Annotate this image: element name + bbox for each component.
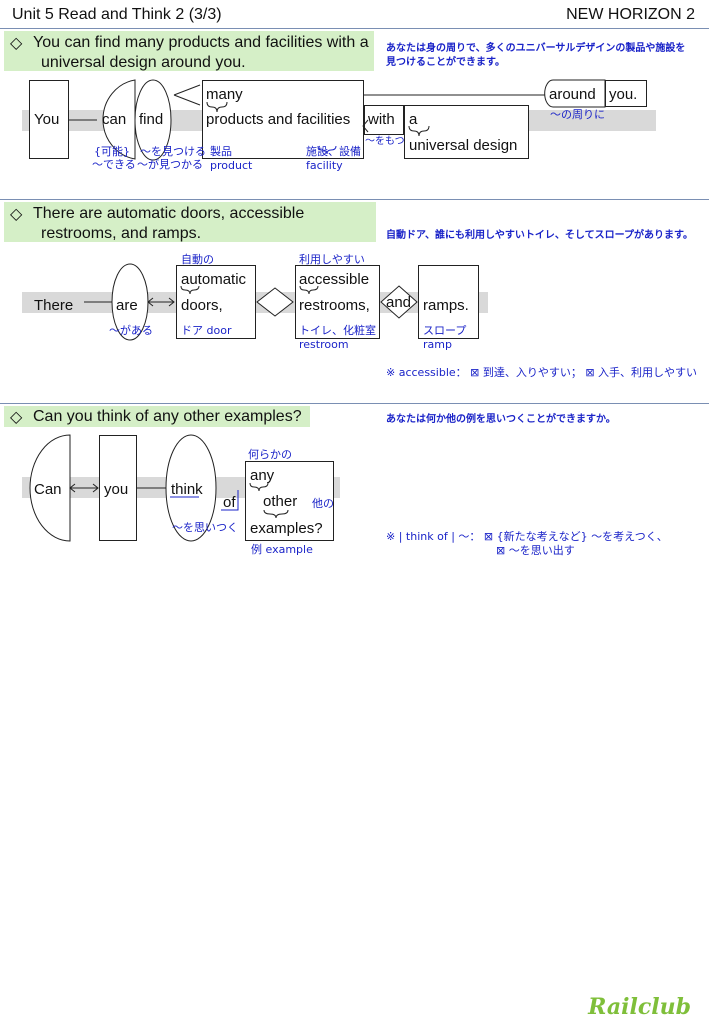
word-of: of (223, 494, 236, 511)
japanese-translation-line2: 見つけることができます。 (386, 57, 505, 68)
gloss-ramp-en: ramp (423, 338, 452, 351)
word-can: Can (34, 481, 62, 498)
textbook-title: NEW HORIZON 2 (566, 6, 695, 23)
railclub-logo: Railclub (588, 994, 691, 1020)
gloss-door: ドア door (181, 324, 232, 337)
subject-box (29, 80, 69, 159)
gloss-find-1: 〜を見つける (140, 145, 206, 158)
section-divider-2 (0, 403, 709, 404)
word-products-and-facilities: products and facilities (206, 111, 351, 128)
gloss-other: 他の (312, 497, 334, 510)
word-examples: examples? (250, 520, 323, 537)
word-you: You (34, 111, 60, 128)
gloss-facility-jp: 施設、設備 (306, 145, 361, 158)
word-many: many (206, 86, 243, 103)
gloss-can-2: 〜できる (92, 158, 136, 171)
word-ramps: ramps. (423, 297, 469, 314)
gloss-are: 〜がある (109, 324, 153, 337)
word-there: There (34, 297, 74, 314)
word-restrooms: restrooms, (299, 297, 370, 314)
english-sentence: Can you think of any other examples? (33, 408, 302, 425)
automatic-doors-box (176, 265, 256, 339)
header-divider (0, 28, 709, 29)
gloss-can-1: {可能} (94, 145, 130, 158)
usage-note-think-of-line1: ※ | think of | 〜： ⊠ {新たな考えなど} 〜を考えつく、 (386, 530, 668, 543)
word-you-object: you. (609, 86, 638, 103)
gloss-restroom-en: restroom (299, 338, 349, 351)
gloss-any: 何らかの (248, 448, 292, 461)
english-sentence-line1: You can find many products and facilitie… (33, 34, 369, 51)
sentence-highlight (4, 202, 376, 242)
english-sentence-line2: universal design around you. (41, 54, 246, 71)
word-you: you (104, 481, 129, 498)
gloss-restroom-jp: トイレ、化粧室 (299, 324, 376, 337)
gloss-think-of: 〜を思いつく (172, 521, 238, 534)
subject-box (99, 435, 137, 541)
usage-note-accessible: ※ accessible： ⊠ 到達、入りやすい； ⊠ 入手、利用しやすい (386, 366, 697, 379)
gloss-product-en: product (210, 159, 253, 172)
object-box (202, 80, 364, 159)
around-object-box (605, 80, 647, 107)
word-universal-design: universal design (409, 137, 518, 154)
gloss-with: 〜をもつ (365, 136, 405, 147)
gloss-automatic: 自動の (181, 253, 214, 266)
word-with: with (368, 111, 395, 128)
english-sentence-line1: There are automatic doors, accessible (33, 205, 305, 222)
universal-design-box (404, 105, 529, 159)
gloss-ramp-jp: スロープ (423, 324, 467, 337)
japanese-translation: あなたは何か他の例を思いつくことができますか。 (386, 414, 616, 425)
accessible-restrooms-box (295, 265, 380, 339)
gloss-facility-en: facility (306, 159, 343, 172)
diamond-bullet-icon: ◇ (10, 409, 23, 426)
word-think: think (171, 481, 203, 498)
japanese-translation: 自動ドア、誰にも利用しやすいトイレ、そしてスロープがあります。 (386, 230, 693, 241)
word-and: and (386, 294, 412, 311)
ramps-box (418, 265, 479, 339)
gloss-product-jp: 製品 (210, 145, 232, 158)
word-can: can (102, 111, 127, 128)
word-any: any (250, 467, 275, 484)
word-accessible: accessible (299, 271, 370, 288)
word-are: are (116, 297, 138, 314)
english-sentence-line2: restrooms, and ramps. (41, 225, 202, 242)
word-a: a (409, 111, 418, 128)
japanese-translation-line1: あなたは身の周りで、多くのユニバーサルデザインの製品や施設を (386, 43, 686, 54)
section-divider-1 (0, 199, 709, 200)
object-box (245, 461, 334, 541)
word-other: other (263, 493, 298, 510)
sentence-highlight (4, 406, 310, 427)
word-automatic: automatic (181, 271, 247, 288)
gloss-example: 例 example (251, 543, 313, 556)
unit-title: Unit 5 Read and Think 2 (3/3) (12, 6, 222, 23)
with-box (364, 105, 404, 135)
word-around: around (549, 86, 596, 103)
gloss-around: 〜の周りに (550, 108, 605, 121)
usage-note-think-of-line2: ⊠ 〜を思い出す (496, 544, 575, 557)
gloss-accessible: 利用しやすい (299, 253, 365, 266)
diamond-bullet-icon: ◇ (10, 206, 23, 223)
sentence-highlight (4, 31, 374, 71)
word-find: find (139, 111, 164, 128)
word-doors: doors, (181, 297, 223, 314)
diamond-bullet-icon: ◇ (10, 35, 23, 52)
gloss-find-2: 〜が見つかる (137, 158, 203, 171)
